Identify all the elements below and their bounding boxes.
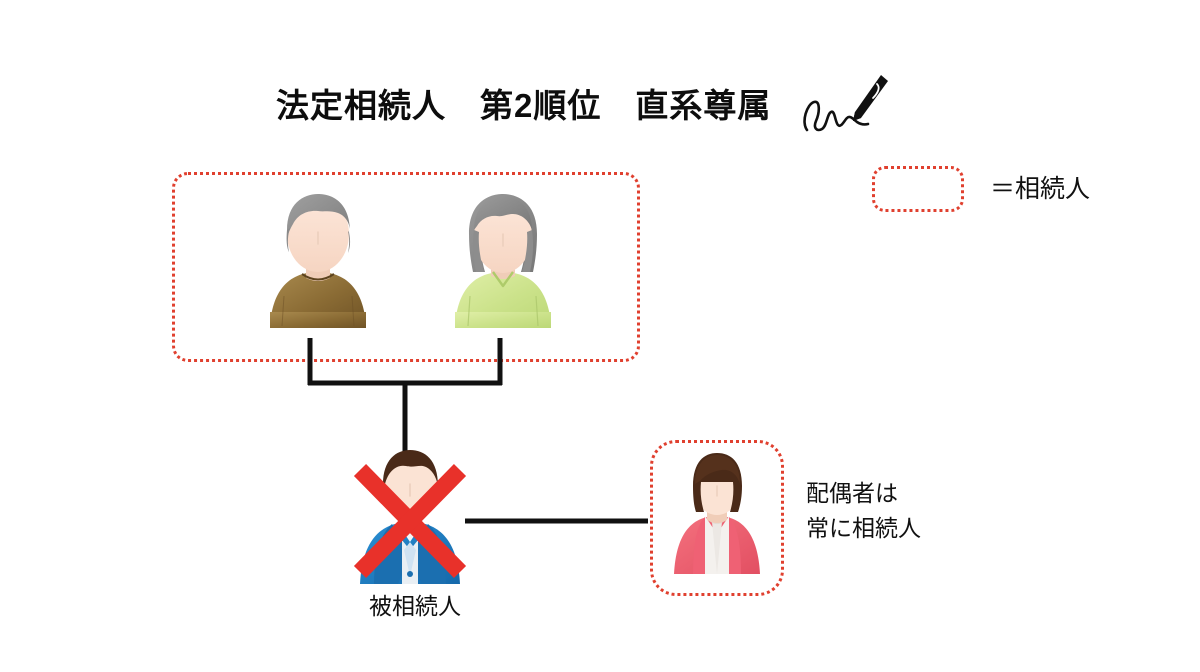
deceased-x-mark: [353, 464, 467, 578]
spouse-note-line-1: 配偶者は: [806, 480, 898, 506]
person-mother: [443, 186, 563, 346]
heir-box-parents: [172, 172, 640, 362]
pen-signature-icon: [803, 75, 889, 132]
decedent-label: 被相続人: [369, 593, 461, 619]
person-father: [258, 186, 378, 346]
legend-label: ＝相続人: [990, 174, 1091, 203]
page-title-text: 法定相続人 第2順位 直系尊属: [276, 86, 772, 124]
person-spouse: [664, 448, 770, 584]
spouse-note-line-2: 常に相続人: [806, 514, 921, 541]
page-title: 法定相続人 第2順位 直系尊属: [276, 72, 889, 138]
legend-heir-swatch: [872, 166, 964, 212]
heir-box-spouse: [650, 440, 784, 596]
spouse-note: 配偶者は 常に相続人: [806, 476, 921, 545]
person-decedent: [348, 444, 472, 596]
legend: ＝相続人: [872, 166, 1090, 212]
